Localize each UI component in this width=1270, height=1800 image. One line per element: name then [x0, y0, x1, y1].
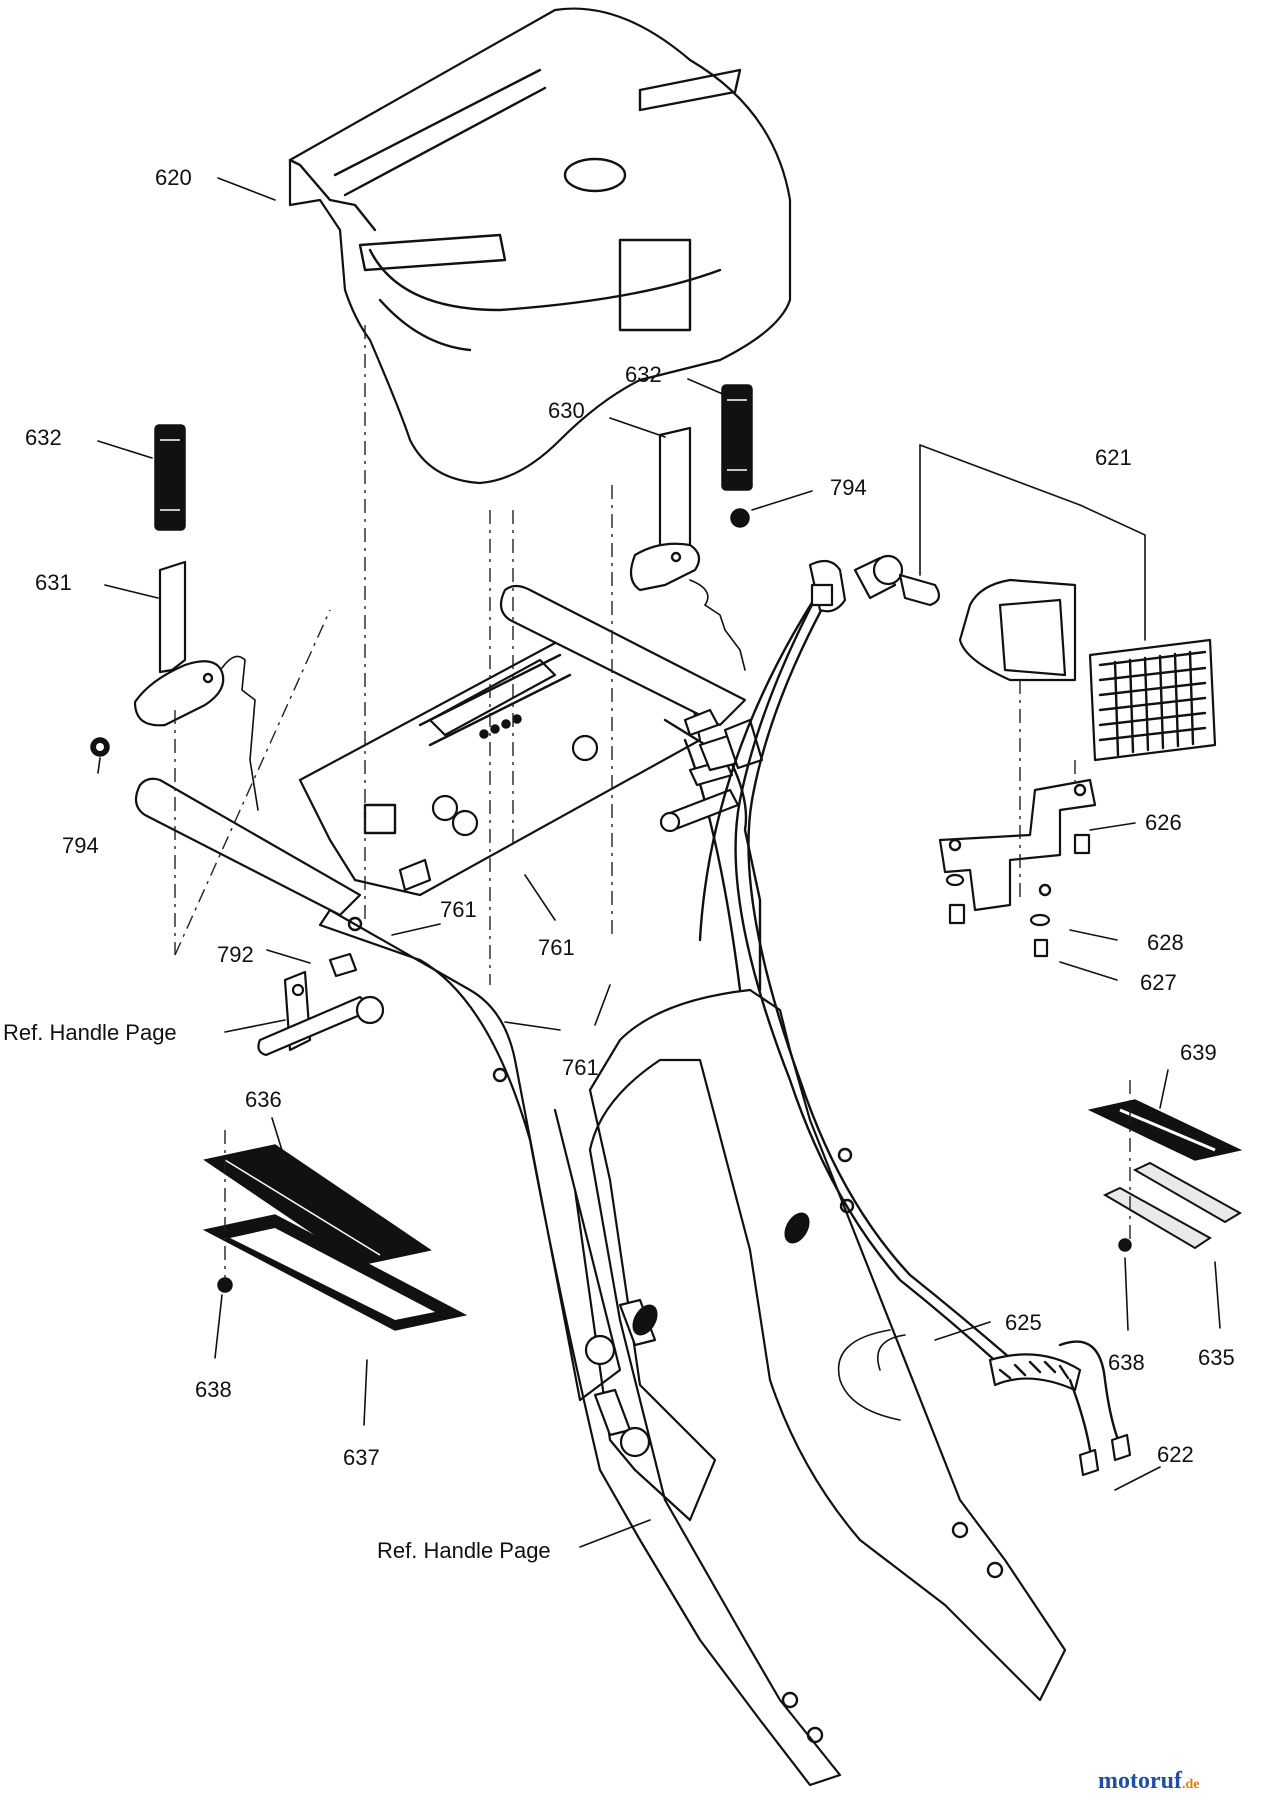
- label-635: 635: [1198, 1345, 1235, 1370]
- label-622: 622: [1157, 1442, 1194, 1467]
- label-631: 631: [35, 570, 72, 595]
- plate-637: [202, 1214, 468, 1331]
- dash-panel-620: [288, 7, 792, 485]
- label-761-b: 761: [538, 935, 575, 960]
- label-794-left: 794: [62, 833, 99, 858]
- label-ref-handle-page-1: Ref. Handle Page: [3, 1020, 177, 1045]
- headlight-621: [808, 444, 1217, 762]
- label-632-left: 632: [25, 425, 62, 450]
- watermark: motoruf.de: [1098, 1768, 1199, 1794]
- label-ref-handle-page-2: Ref. Handle Page: [377, 1538, 551, 1563]
- label-761-a: 761: [440, 897, 477, 922]
- label-638-left: 638: [195, 1377, 232, 1402]
- label-620: 620: [155, 165, 192, 190]
- assembly-lines: [174, 325, 1131, 1280]
- watermark-brand: motoruf: [1098, 1768, 1183, 1794]
- label-636: 636: [245, 1087, 282, 1112]
- plate-639: [1087, 1099, 1243, 1161]
- label-621: 621: [1095, 445, 1132, 470]
- bracket-635: [1102, 1161, 1242, 1252]
- label-639: 639: [1180, 1040, 1217, 1065]
- label-638-right: 638: [1108, 1350, 1145, 1375]
- light-bracket-626: [938, 778, 1097, 958]
- label-637: 637: [343, 1445, 380, 1470]
- lever-630: [629, 426, 746, 671]
- label-761-c: 761: [562, 1055, 599, 1080]
- label-630: 630: [548, 398, 585, 423]
- grip-632-left: [154, 424, 186, 531]
- cross-tube: [134, 584, 747, 917]
- label-627: 627: [1140, 970, 1177, 995]
- control-bracket: [298, 633, 702, 897]
- label-794-right: 794: [830, 475, 867, 500]
- label-792: 792: [217, 942, 254, 967]
- part-labels: 620 632 632 630 794 621 631 794 626 761 …: [3, 165, 1235, 1563]
- nut-794: [730, 508, 750, 528]
- label-628: 628: [1147, 930, 1184, 955]
- label-625: 625: [1005, 1310, 1042, 1335]
- svg-text:motoruf.de: motoruf.de: [1098, 1768, 1199, 1794]
- leader-lines: [97, 177, 1221, 1548]
- wire-harness-625: [698, 578, 1012, 1421]
- watermark-suffix: .de: [1182, 1777, 1200, 1792]
- plate-636: [203, 1144, 432, 1266]
- pivot-bracket-792: [257, 952, 385, 1057]
- wire-connector-622: [988, 1340, 1132, 1477]
- grip-632-right: [721, 384, 753, 491]
- lever-631: [90, 560, 259, 811]
- label-632-right: 632: [625, 362, 662, 387]
- label-626: 626: [1145, 810, 1182, 835]
